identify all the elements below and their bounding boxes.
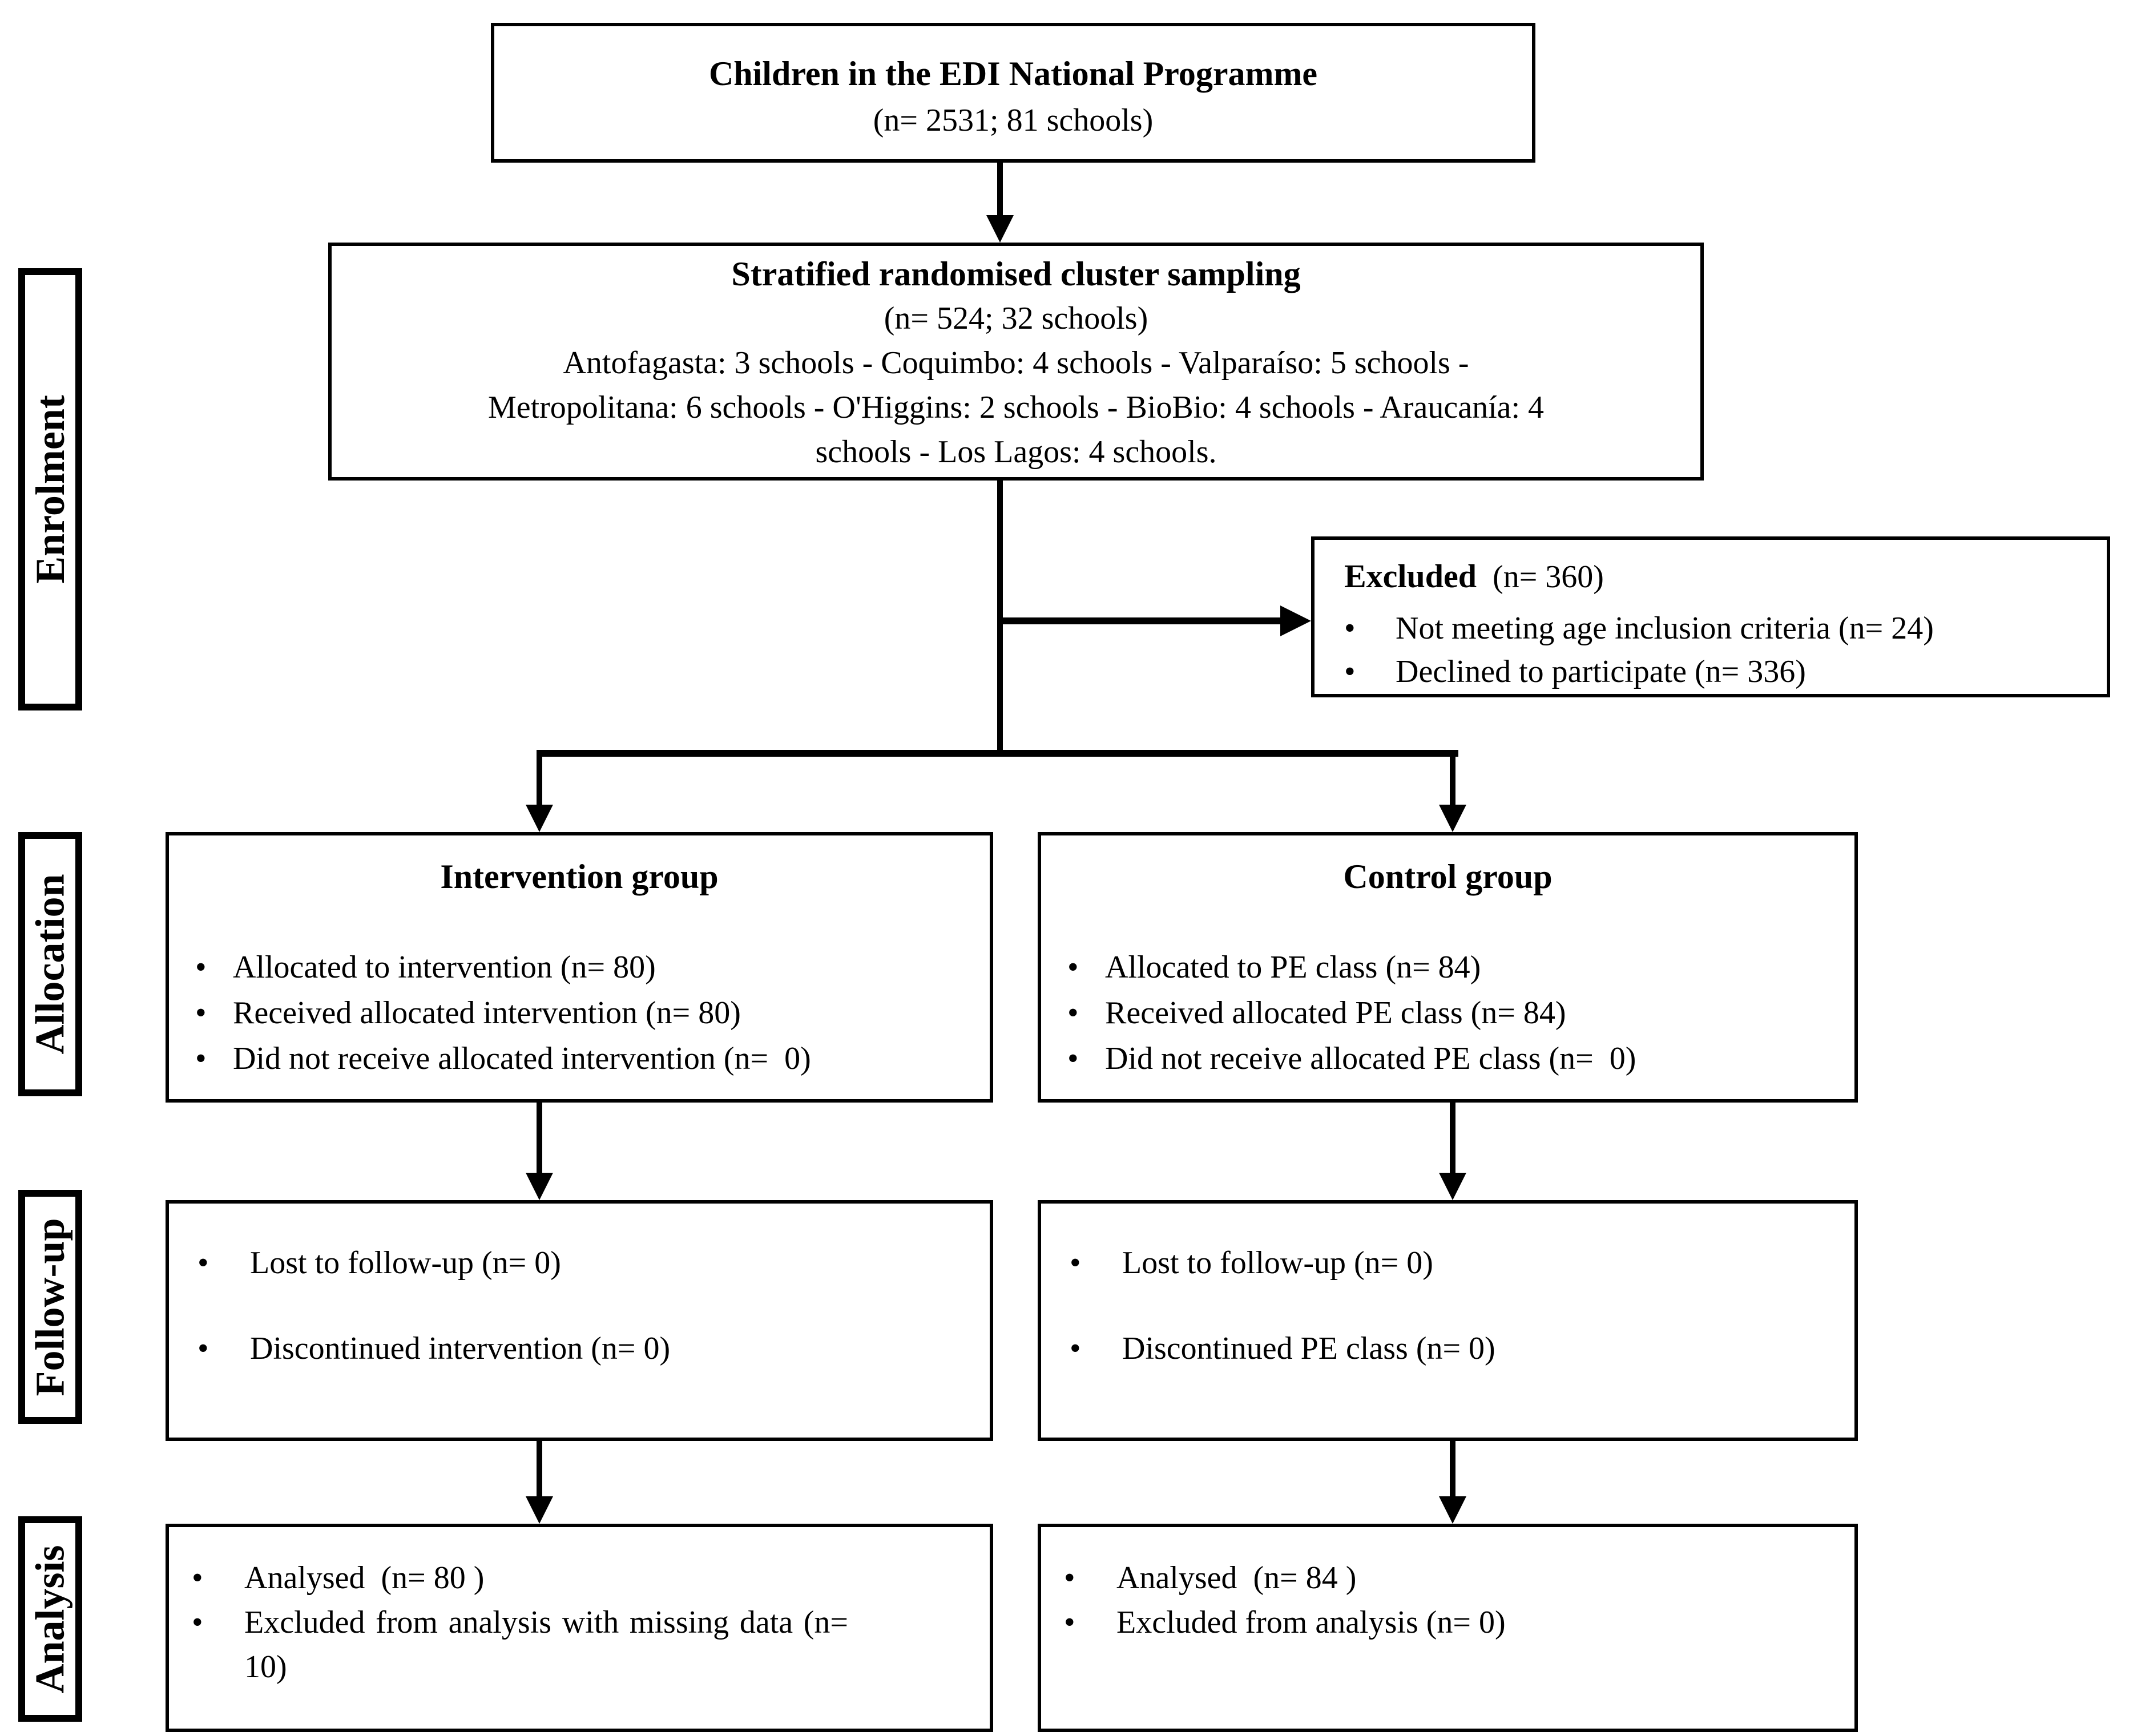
arrowhead-down [1439,805,1466,832]
bullet-item: Excluded from analysis (n= 0) [1064,1600,1843,1645]
followup-intervention-box: Lost to follow-up (n= 0) Discontinued in… [166,1200,993,1441]
excluded-header: Excluded (n= 360) [1344,555,2090,607]
stage-label-enrolment: Enrolment [18,268,82,710]
excluded-box: Excluded (n= 360) Not meeting age inclus… [1311,536,2110,697]
population-subtitle: (n= 2531; 81 schools) [873,103,1154,138]
bullet-item: Did not receive allocated intervention (… [195,1036,978,1081]
bullet-item: Analysed (n= 84 ) [1064,1556,1843,1600]
excluded-list: Not meeting age inclusion criteria (n= 2… [1344,607,2090,693]
analysis-intervention-list: Analysed (n= 80 ) Excluded from analysis… [169,1527,990,1689]
bullet-item: Excluded from analysis with missing data… [192,1600,848,1689]
arrow-shaft [997,617,1283,624]
stage-label-text: Follow-up [27,1217,73,1396]
followup-control-list: Lost to follow-up (n= 0) Discontinued PE… [1041,1204,1854,1367]
arrowhead-down [1439,1496,1466,1524]
bullet-item: Analysed (n= 80 ) [192,1556,978,1600]
bullet-item: Lost to follow-up (n= 0) [1070,1245,1843,1281]
excluded-title: Excluded [1344,558,1477,595]
arrowhead-down [526,805,553,832]
bullet-item: Received allocated intervention (n= 80) [195,990,978,1036]
sampling-box: Stratified randomised cluster sampling (… [328,243,1704,481]
arrow-shaft [537,1103,542,1174]
arrow-shaft [1450,1441,1455,1498]
sampling-detail-line: Metropolitana: 6 schools - O'Higgins: 2 … [487,390,1545,425]
stage-label-allocation: Allocation [18,832,82,1096]
arrowhead-right [1280,605,1311,636]
arrowhead-down [986,215,1014,243]
sampling-detail-line: schools - Los Lagos: 4 schools. [815,434,1217,470]
bullet-item: Discontinued intervention (n= 0) [197,1330,978,1367]
stage-label-text: Analysis [27,1544,73,1694]
bullet-item: Allocated to intervention (n= 80) [195,944,978,990]
control-list: Allocated to PE class (n= 84) Received a… [1067,944,1843,1081]
arrow-shaft [997,163,1003,217]
followup-intervention-list: Lost to follow-up (n= 0) Discontinued in… [169,1204,990,1367]
analysis-intervention-box: Analysed (n= 80 ) Excluded from analysis… [166,1524,993,1732]
intervention-group-box: Intervention group Allocated to interven… [166,832,993,1103]
analysis-control-list: Analysed (n= 84 ) Excluded from analysis… [1041,1527,1854,1645]
sampling-title: Stratified randomised cluster sampling [731,255,1301,293]
control-group-box: Control group Allocated to PE class (n= … [1038,832,1858,1103]
bullet-item: Did not receive allocated PE class (n= 0… [1067,1036,1843,1081]
stage-label-followup: Follow-up [18,1190,82,1424]
excluded-count: (n= 360) [1477,559,1604,595]
bullet-item: Discontinued PE class (n= 0) [1070,1330,1843,1367]
arrow-shaft [537,757,542,807]
followup-control-box: Lost to follow-up (n= 0) Discontinued PE… [1038,1200,1858,1441]
analysis-control-box: Analysed (n= 84 ) Excluded from analysis… [1038,1524,1858,1732]
control-title: Control group [1343,858,1553,895]
branch-line [537,750,1458,757]
arrow-shaft [537,1441,542,1498]
population-title: Children in the EDI National Programme [708,55,1318,92]
stage-label-analysis: Analysis [18,1516,82,1722]
arrowhead-down [526,1496,553,1524]
population-box: Children in the EDI National Programme (… [491,23,1535,163]
arrowhead-down [526,1173,553,1200]
arrow-shaft [1450,1103,1455,1174]
bullet-item: Declined to participate (n= 336) [1344,650,2090,693]
sampling-detail-line: Antofagasta: 3 schools - Coquimbo: 4 sch… [563,345,1469,381]
stage-label-text: Enrolment [27,395,73,584]
sampling-subtitle: (n= 524; 32 schools) [884,301,1148,336]
stage-label-text: Allocation [27,874,73,1055]
bullet-item: Received allocated PE class (n= 84) [1067,990,1843,1036]
bullet-item: Not meeting age inclusion criteria (n= 2… [1344,607,2090,650]
arrow-shaft [1450,757,1455,807]
bullet-item: Lost to follow-up (n= 0) [197,1245,978,1281]
intervention-list: Allocated to intervention (n= 80) Receiv… [195,944,978,1081]
intervention-title: Intervention group [440,858,719,895]
bullet-item: Allocated to PE class (n= 84) [1067,944,1843,990]
arrowhead-down [1439,1173,1466,1200]
